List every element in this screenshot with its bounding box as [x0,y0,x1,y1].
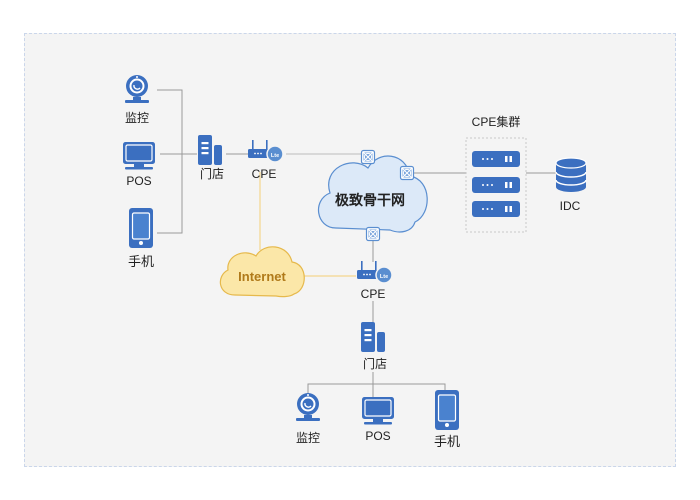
top-cpe-label: CPE [252,167,277,181]
bottom-cpe-label: CPE [361,287,386,301]
idc-label: IDC [560,199,581,213]
backbone-node-icon [365,226,381,242]
bottom-webcam-label: 监控 [296,431,320,445]
link-top-devices-bus [157,89,183,234]
diagram-frame [24,33,676,467]
pos-monitor-icon [122,141,156,171]
backbone-node-icon [399,165,415,181]
store-icon [361,322,385,352]
top-cpe-router[interactable]: Lte [247,139,284,163]
lte-badge: Lte [380,274,388,280]
internet-cloud[interactable]: Internet [219,246,305,298]
webcam-icon [124,74,150,104]
webcam-icon [295,392,321,422]
cpe-cluster-box [465,137,527,233]
mobile-phone-icon [128,207,154,249]
top-webcam-label: 监控 [125,111,149,125]
top-pos-label: POS [126,174,151,188]
server-icon [472,201,520,217]
database-icon [555,157,587,193]
cluster-label: CPE集群 [472,114,521,129]
backbone-label: 极致骨干网 [335,192,405,208]
link-bottom-store-devices [307,372,446,397]
top-store-label: 门店 [200,166,224,181]
bottom-store-label: 门店 [363,356,387,371]
mobile-phone-icon [434,389,460,431]
bottom-cpe-router[interactable]: Lte [356,260,393,284]
backbone-node-icon [360,149,376,165]
bottom-phone-label: 手机 [434,434,460,449]
top-phone-label: 手机 [128,254,154,269]
server-icon [472,177,520,193]
internet-label: Internet [238,269,286,284]
bottom-pos-label: POS [365,429,390,443]
server-icon [472,151,520,167]
store-icon [198,135,222,165]
links [157,89,556,397]
pos-monitor-icon [361,396,395,426]
lte-badge: Lte [271,153,279,159]
